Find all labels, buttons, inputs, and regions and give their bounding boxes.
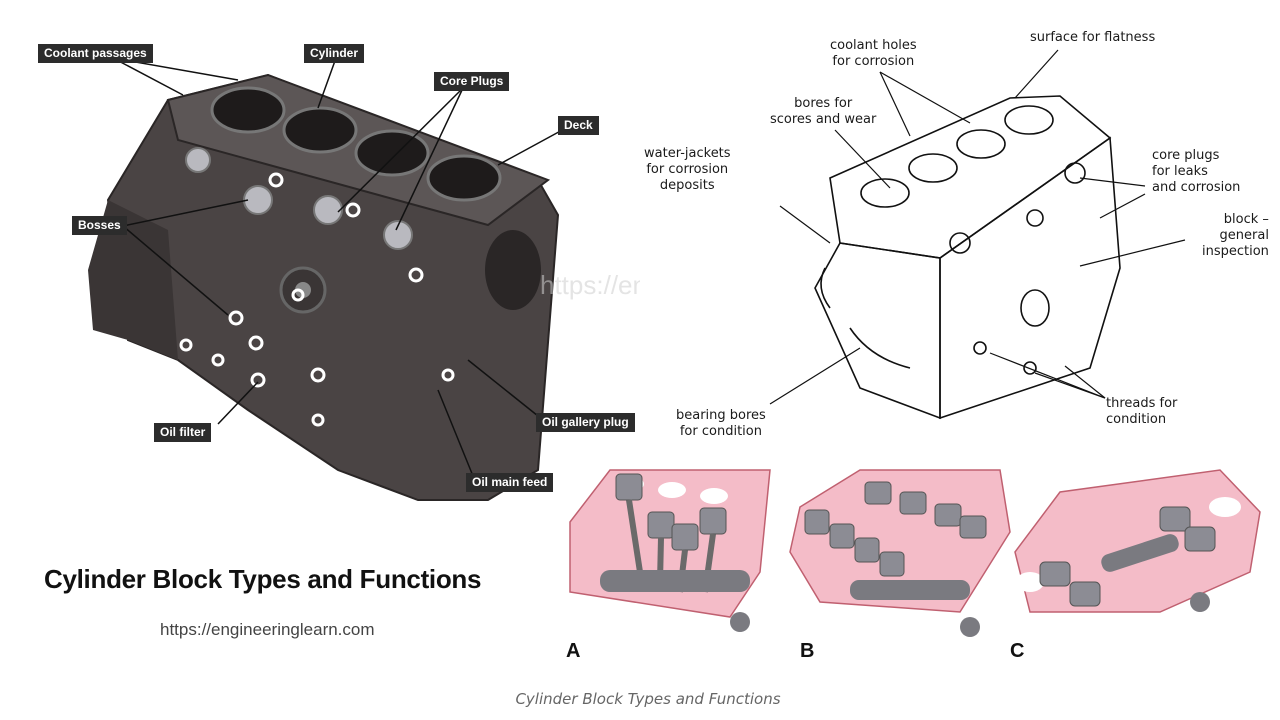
- arrangement-illustrations: [569, 469, 1261, 637]
- coolant-passages-label: Coolant passages: [38, 44, 153, 63]
- inline-block-illustration: [569, 469, 771, 632]
- oil-main-feed-label: Oil main feed: [466, 473, 554, 492]
- surface-flatness-label: surface for flatness: [1030, 30, 1156, 45]
- engine-block-illustration: [88, 57, 567, 501]
- flat-block-illustration: [1014, 469, 1261, 613]
- oil-gallery-plug-label: Oil gallery plug: [536, 413, 635, 432]
- oil-filter-label: Oil filter: [154, 423, 212, 442]
- cylinder-label: Cylinder: [304, 44, 365, 63]
- variant-label-c: C: [1010, 640, 1025, 662]
- bores-label: bores for scores and wear: [770, 96, 877, 127]
- bearing-bores-label: bearing bores for condition: [676, 408, 766, 439]
- deck-label: Deck: [558, 116, 599, 135]
- coolant-holes-label: coolant holes for corrosion: [830, 38, 917, 69]
- core-plugs-inspection-label: core plugs for leaks and corrosion: [1152, 148, 1241, 195]
- bosses-label: Bosses: [72, 216, 127, 235]
- v-block-illustration: [789, 469, 1011, 637]
- variant-label-b: B: [800, 640, 815, 662]
- cylinder-arrangement-panel: [560, 452, 1280, 674]
- block-line-drawing: [769, 49, 1186, 420]
- main-title: Cylinder Block Types and Functions: [44, 564, 482, 594]
- figure-caption: Cylinder Block Types and Functions: [515, 690, 781, 708]
- core-plugs-label: Core Plugs: [434, 72, 510, 91]
- inspection-sketch-panel: coolant holes for corrosion surface for …: [640, 28, 1276, 442]
- block-general-inspection-label: block – general inspection: [1202, 212, 1269, 259]
- variant-label-a: A: [566, 640, 581, 662]
- engine-block-photo-panel: Coolant passages Cylinder Core Plugs Dec…: [18, 30, 635, 550]
- source-url: https://engineeringlearn.com: [160, 620, 375, 639]
- water-jackets-label: water-jackets for corrosion deposits: [644, 146, 731, 193]
- threads-label: threads for condition: [1106, 396, 1178, 427]
